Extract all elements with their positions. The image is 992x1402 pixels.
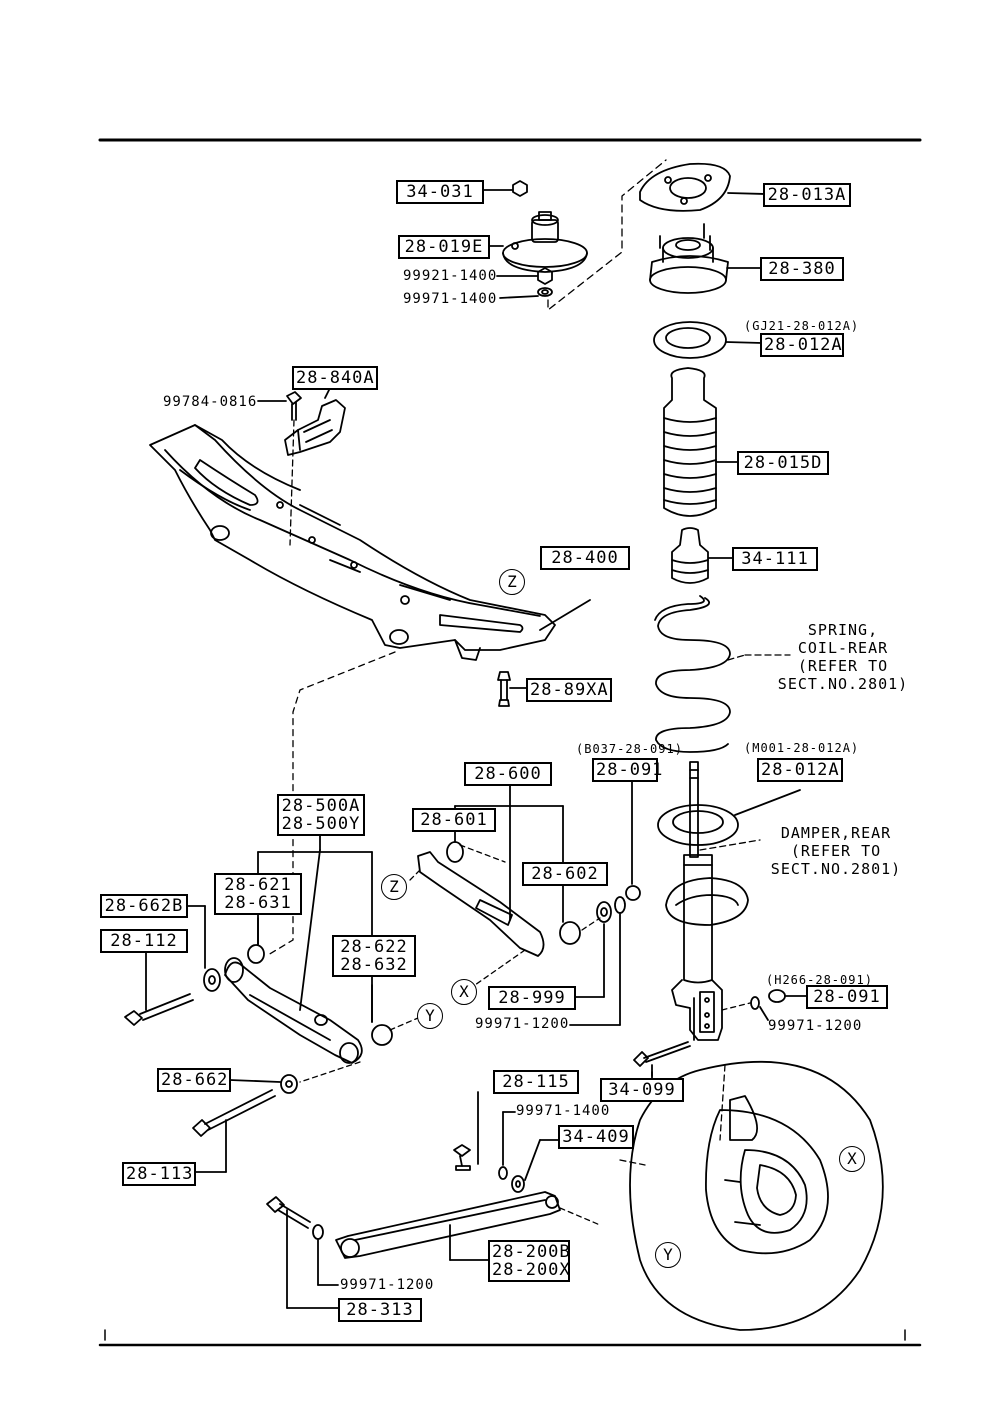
bolt-28-115 [453,1091,479,1171]
label-28-662[interactable]: 28-662 [157,1068,231,1092]
marker-z-arm: Z [381,874,407,900]
washer-28-662B [203,968,221,992]
note-m001: (M001-28-012A) [744,741,860,755]
label-28-013A[interactable]: 28-013A [763,183,851,207]
note-b037: (B037-28-091) [576,742,683,756]
label-28-012A-top[interactable]: 28-012A [760,333,844,357]
label-28-999[interactable]: 28-999 [488,986,576,1010]
label-99971-1400-top[interactable]: 99971-1400 [403,291,498,307]
bolt-28-313 [266,1196,341,1309]
spring-seat-28-012A-top [653,321,763,359]
label-28-621-631[interactable]: 28-621 28-631 [214,873,302,915]
washer-99971-1400-low [498,1111,516,1180]
bump-stop-34-111 [671,527,736,584]
bolt-34-099 [633,1041,691,1077]
label-28-89XA[interactable]: 28-89XA [526,678,612,702]
marker-z-top: Z [499,569,525,595]
label-34-111[interactable]: 34-111 [732,547,818,571]
label-28-091-right[interactable]: 28-091 [806,985,888,1009]
label-34-409[interactable]: 34-409 [558,1125,634,1149]
wheel-hub-assembly [619,1060,884,1331]
nut-28-091-right [768,989,809,1003]
marker-y-wheel: Y [655,1242,681,1268]
label-28-200X: 28-200X [492,1260,571,1280]
label-28-622: 28-622 [340,937,408,957]
label-99921-1400[interactable]: 99921-1400 [403,268,498,284]
note-gj21: (GJ21-28-012A) [744,319,860,333]
label-99784-0816[interactable]: 99784-0816 [163,394,258,410]
label-28-019E[interactable]: 28-019E [398,235,490,259]
label-28-015D[interactable]: 28-015D [737,451,829,475]
label-28-115[interactable]: 28-115 [493,1070,579,1094]
label-28-631: 28-631 [224,893,292,913]
label-28-200B: 28-200B [492,1242,571,1262]
label-28-380[interactable]: 28-380 [760,257,844,281]
washer-28-662 [280,1074,298,1094]
coil-spring [654,595,791,753]
marker-y-arm: Y [417,1003,443,1029]
label-28-112[interactable]: 28-112 [100,929,188,953]
label-99971-1200-b[interactable]: 99971-1200 [768,1018,863,1034]
mount-nut-34-031 [482,180,528,197]
label-28-200B-200X[interactable]: 28-200B 28-200X [488,1240,570,1282]
label-28-091-mid[interactable]: 28-091 [592,758,662,782]
marker-x-wheel: X [839,1146,865,1172]
label-28-601[interactable]: 28-601 [412,808,496,832]
label-99971-1200-c[interactable]: 99971-1200 [340,1277,435,1293]
label-34-099[interactable]: 34-099 [600,1078,684,1102]
lateral-rod-28-200B [335,1191,601,1261]
subframe-28-400 [149,424,591,661]
washer-99971-1200-right [750,996,769,1021]
label-28-500Y: 28-500Y [281,814,361,834]
note-spring-coil-rear: SPRING, COIL-REAR (REFER TO SECT.NO.2801… [777,621,909,693]
dust-boot-28-015D [663,367,741,517]
mount-nut-99921-1400 [496,267,553,285]
label-99971-1200-a[interactable]: 99971-1200 [475,1016,570,1032]
label-28-500A-500Y[interactable]: 28-500A 28-500Y [277,794,365,836]
label-28-400[interactable]: 28-400 [540,546,630,570]
mount-washer-99971-1400 [499,287,553,299]
label-28-313[interactable]: 28-313 [338,1298,422,1322]
marker-x-arm: X [451,979,477,1005]
washers-28-999 [596,885,641,923]
label-28-622-632[interactable]: 28-622 28-632 [332,935,416,977]
damper-rear [657,761,801,1041]
bolt-28-113 [192,1089,276,1173]
lateral-link-28-600 [409,841,601,986]
bolt-28-89XA [497,671,529,707]
label-28-600[interactable]: 28-600 [464,762,552,786]
label-28-012A-mid[interactable]: 28-012A [757,758,843,782]
lower-arm-28-500A [224,944,419,1083]
upper-plate-28-013A [639,162,766,212]
bracket-28-840A [284,387,346,456]
label-99971-1400-low[interactable]: 99971-1400 [516,1103,611,1119]
mount-insulator-28-019E [487,211,588,273]
label-34-031[interactable]: 34-031 [396,180,484,204]
note-damper-rear: DAMPER,REAR (REFER TO SECT.NO.2801) [770,824,902,878]
note-h266: (H266-28-091) [766,973,873,987]
label-28-500A: 28-500A [281,796,361,816]
washer-34-409 [511,1139,559,1193]
washer-99971-1200-low [312,1224,339,1286]
bolt-28-112 [124,993,194,1026]
label-28-602[interactable]: 28-602 [522,862,608,886]
label-28-840A[interactable]: 28-840A [292,366,378,390]
label-28-662B[interactable]: 28-662B [100,894,188,918]
bolt-99784-0816 [257,391,302,421]
label-28-632: 28-632 [340,955,408,975]
mount-bearing-28-380 [649,223,763,294]
label-28-113[interactable]: 28-113 [122,1162,196,1186]
label-28-621: 28-621 [224,875,292,895]
